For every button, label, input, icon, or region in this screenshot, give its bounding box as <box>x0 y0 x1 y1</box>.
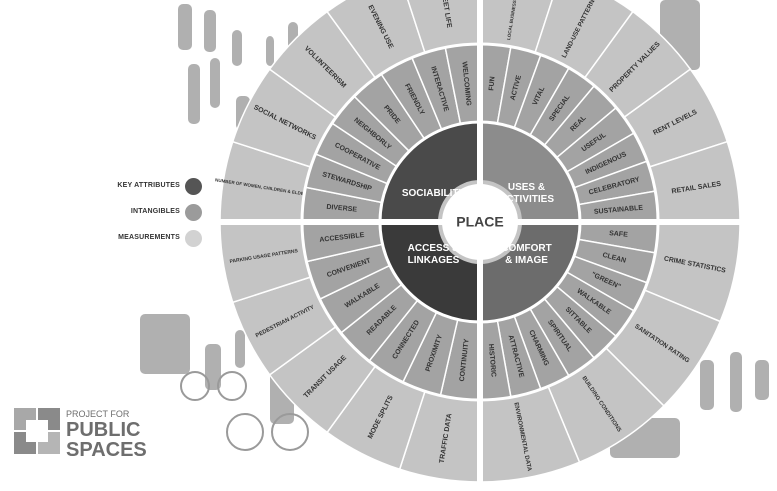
key-attribute-label: USES & <box>508 182 545 193</box>
key-attribute-label: SOCIABILITY <box>402 188 466 199</box>
legend-label: KEY ATTRIBUTES <box>117 182 180 189</box>
person-figure <box>188 64 200 124</box>
person-figure <box>700 360 714 410</box>
person-figure <box>140 314 190 374</box>
place-label: PLACE <box>456 214 503 230</box>
person-figure <box>235 330 245 368</box>
legend-swatch <box>185 204 202 221</box>
intangible-label: SUSTAINABLE <box>594 205 644 216</box>
key-attribute-label: & IMAGE <box>505 255 548 266</box>
person-figure <box>210 58 220 108</box>
intangible-label: FUN <box>488 76 496 91</box>
logo-line-1: PROJECT FOR <box>66 409 130 419</box>
person-figure <box>755 360 769 400</box>
intangible-label: HISTORIC <box>487 344 497 378</box>
person-figure <box>266 36 274 66</box>
legend-item-key-attributes: KEY ATTRIBUTES <box>98 176 208 202</box>
key-attribute-label: ACCESS & <box>408 243 460 254</box>
legend-label: INTANGIBLES <box>130 208 180 215</box>
person-figure <box>205 344 221 390</box>
key-attribute-label: COMFORT <box>501 243 552 254</box>
bicycle-wheel <box>217 371 247 401</box>
legend-label: MEASUREMENTS <box>118 234 180 241</box>
key-attribute-sociability <box>380 122 480 222</box>
legend-swatch <box>185 178 202 195</box>
ring-boundary <box>378 120 582 324</box>
key-attribute-access <box>380 222 480 322</box>
pps-logo: PROJECT FOR PUBLIC SPACES <box>14 408 174 478</box>
key-attribute-label: LINKAGES <box>408 255 460 266</box>
ring-boundary <box>300 42 660 402</box>
people-illustrations <box>140 0 769 458</box>
person-figure <box>178 4 192 50</box>
intangible-label: WELCOMING <box>460 61 471 106</box>
logo-line-2: PUBLIC <box>66 419 141 441</box>
key-attribute-uses <box>480 122 580 222</box>
bicycle-wheel <box>271 413 309 451</box>
logo-mark <box>26 420 48 442</box>
intangible-label: SAFE <box>609 230 629 239</box>
person-figure <box>204 10 216 52</box>
legend-item-intangibles: INTANGIBLES <box>98 202 208 228</box>
bicycle-wheel <box>180 371 210 401</box>
place-center <box>442 184 518 260</box>
person-figure <box>232 30 242 66</box>
intangible-label: DIVERSE <box>326 204 358 214</box>
logo-line-3: SPACES <box>66 439 147 461</box>
key-attribute-label: ACTIVITIES <box>499 194 554 205</box>
legend-swatch <box>185 230 202 247</box>
legend: KEY ATTRIBUTES INTANGIBLES MEASUREMENTS <box>98 176 208 254</box>
bicycle-wheel <box>226 413 264 451</box>
intangible-label: CONTINUITY <box>459 338 471 382</box>
key-attribute-comfort <box>480 222 580 322</box>
person-figure <box>730 352 742 412</box>
legend-item-measurements: MEASUREMENTS <box>98 228 208 254</box>
